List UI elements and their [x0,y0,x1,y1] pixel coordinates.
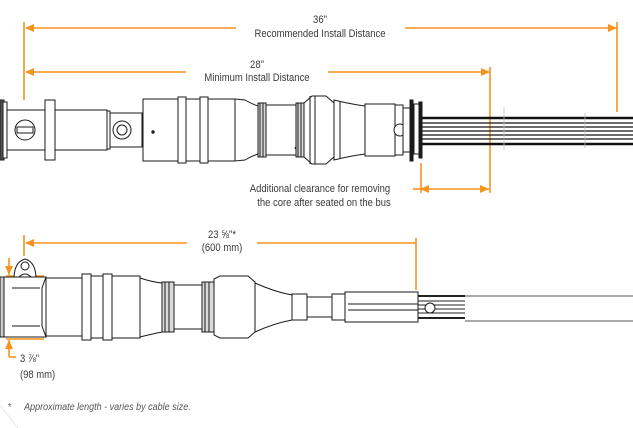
diameter-value: 3 ⅞" [20,353,40,365]
top-connector-drawing [0,95,633,165]
cable-bundle-top [422,116,633,146]
minimum-distance-label: Minimum Install Distance [204,72,310,84]
bottom-dimensions [4,235,417,358]
top-dimensions [23,22,618,193]
pivot-ring-inner [116,124,128,136]
clearance-note-line1: Additional clearance for removing [249,183,391,195]
footnote-text: Approximate length - varies by cable siz… [24,402,191,413]
recommended-distance-value: 36" [313,14,327,26]
cable-bundle-bottom [418,295,465,319]
footnote-marker: * [8,402,12,413]
clearance-note-line2: the core after seated on the bus [257,197,391,209]
minimum-distance-value: 28" [250,59,264,71]
corner-decoration [0,404,19,428]
footnote: * Approximate length - varies by cable si… [8,402,191,413]
bottom-connector-drawing [0,258,633,341]
diameter-metric: (98 mm) [20,369,56,381]
recommended-distance-label: Recommended Install Distance [254,28,386,40]
overall-length-metric: (600 mm) [201,242,243,254]
overall-length-value: 23 ⅝"* [207,229,237,241]
